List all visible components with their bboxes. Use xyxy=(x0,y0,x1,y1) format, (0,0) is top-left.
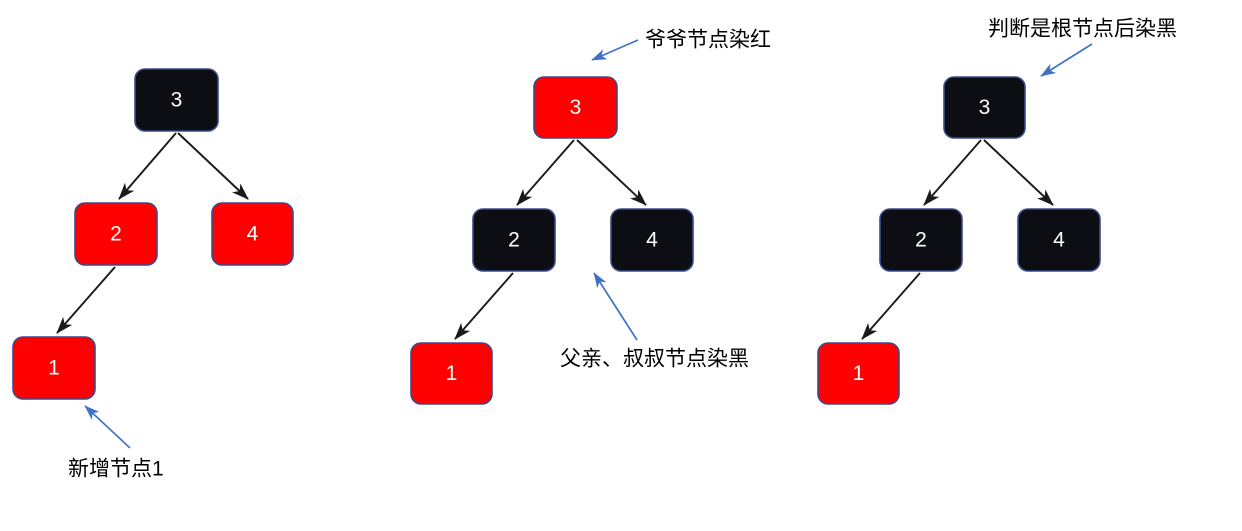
annotation-ann-new-node: 新增节点1 xyxy=(68,405,164,481)
tree-node-3-black[interactable]: 3 xyxy=(134,68,219,132)
tree-diagram-step-3-root-black: 3 2 4 1 判断是根节点后染黑 xyxy=(817,18,1177,405)
tree-edge-n3-to-n4 xyxy=(983,139,1054,206)
node-box xyxy=(134,68,219,132)
node-box xyxy=(472,208,556,272)
tree-edge-n3-to-n2 xyxy=(516,139,575,206)
tree-node-1-red[interactable]: 1 xyxy=(12,336,96,400)
annotation-ann-root-black: 判断是根节点后染黑 xyxy=(988,18,1177,77)
annotation-ann-grandparent-red: 爷爷节点染红 xyxy=(591,29,771,61)
tree-diagram-step-1-insert: 3 2 4 1 新增节点1 xyxy=(12,68,294,481)
node-label: 2 xyxy=(110,223,122,246)
node-box xyxy=(943,76,1026,139)
node-label: 3 xyxy=(171,89,183,112)
tree-edge-n3-to-n2 xyxy=(923,139,982,206)
tree-node-2-black[interactable]: 2 xyxy=(472,208,556,272)
node-box xyxy=(879,208,963,272)
tree-edge-n3-to-n4 xyxy=(177,132,249,200)
tree-node-1-red[interactable]: 1 xyxy=(410,342,493,405)
annotation-arrow-icon xyxy=(591,39,639,61)
tree-node-3-black[interactable]: 3 xyxy=(943,76,1026,139)
node-box xyxy=(817,342,900,405)
tree-node-2-black[interactable]: 2 xyxy=(879,208,963,272)
annotation-label: 判断是根节点后染黑 xyxy=(988,18,1177,41)
annotation-label: 新增节点1 xyxy=(68,458,164,481)
node-box xyxy=(74,202,158,266)
annotation-arrow-icon xyxy=(84,405,131,449)
annotation-arrow-icon xyxy=(593,272,638,341)
node-label: 3 xyxy=(979,96,991,119)
tree-node-1-red[interactable]: 1 xyxy=(817,342,900,405)
node-box xyxy=(533,76,618,139)
tree-node-2-red[interactable]: 2 xyxy=(74,202,158,266)
node-label: 3 xyxy=(570,96,582,119)
annotation-ann-parent-uncle-black: 父亲、叔叔节点染黑 xyxy=(560,272,749,371)
tree-edge-n2-to-n1 xyxy=(454,272,514,340)
tree-edge-n2-to-n1 xyxy=(56,266,116,334)
tree-edge-n3-to-n4 xyxy=(576,139,647,206)
tree-edge-n2-to-n1 xyxy=(861,272,921,340)
node-label: 4 xyxy=(1053,229,1065,252)
node-box xyxy=(12,336,96,400)
annotation-label: 父亲、叔叔节点染黑 xyxy=(560,348,749,371)
node-box xyxy=(211,202,294,266)
tree-node-4-black[interactable]: 4 xyxy=(1017,208,1101,272)
tree-node-3-red[interactable]: 3 xyxy=(533,76,618,139)
node-label: 1 xyxy=(48,357,60,380)
node-label: 2 xyxy=(915,229,927,252)
tree-node-4-red[interactable]: 4 xyxy=(211,202,294,266)
node-box xyxy=(1017,208,1101,272)
node-box xyxy=(610,208,694,272)
node-label: 1 xyxy=(853,362,865,385)
node-label: 4 xyxy=(247,223,259,246)
node-box xyxy=(410,342,493,405)
tree-edge-n3-to-n2 xyxy=(118,132,177,200)
node-label: 1 xyxy=(446,362,458,385)
node-label: 4 xyxy=(646,229,658,252)
tree-node-4-black[interactable]: 4 xyxy=(610,208,694,272)
node-label: 2 xyxy=(508,229,520,252)
annotation-arrow-icon xyxy=(1040,43,1093,77)
annotation-label: 爷爷节点染红 xyxy=(645,29,771,52)
